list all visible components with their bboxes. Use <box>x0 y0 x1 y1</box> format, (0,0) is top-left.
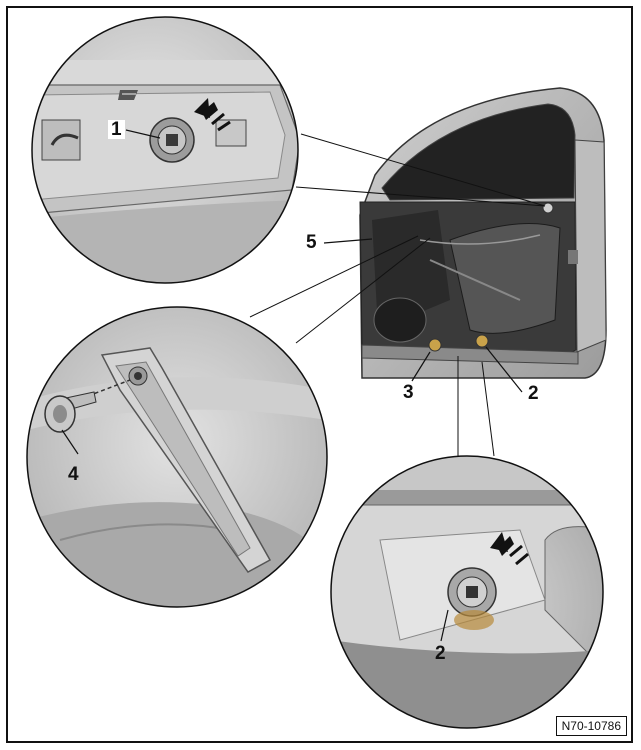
callout-2-detail: 2 <box>435 643 446 664</box>
detail-connector-lines <box>249 133 546 457</box>
callout-5: 5 <box>306 232 317 253</box>
detail-circle-bottom-right <box>330 455 604 729</box>
figure-reference-code: N70-10786 <box>555 716 627 736</box>
callout-2-door: 2 <box>528 383 539 404</box>
detail-circle-left <box>26 306 328 608</box>
detail-circle-top <box>31 16 299 284</box>
callout-leaders <box>61 129 523 642</box>
callout-1: 1 <box>108 120 125 139</box>
callout-3: 3 <box>403 382 414 403</box>
callout-4: 4 <box>68 464 79 485</box>
door-assembly <box>359 87 607 379</box>
